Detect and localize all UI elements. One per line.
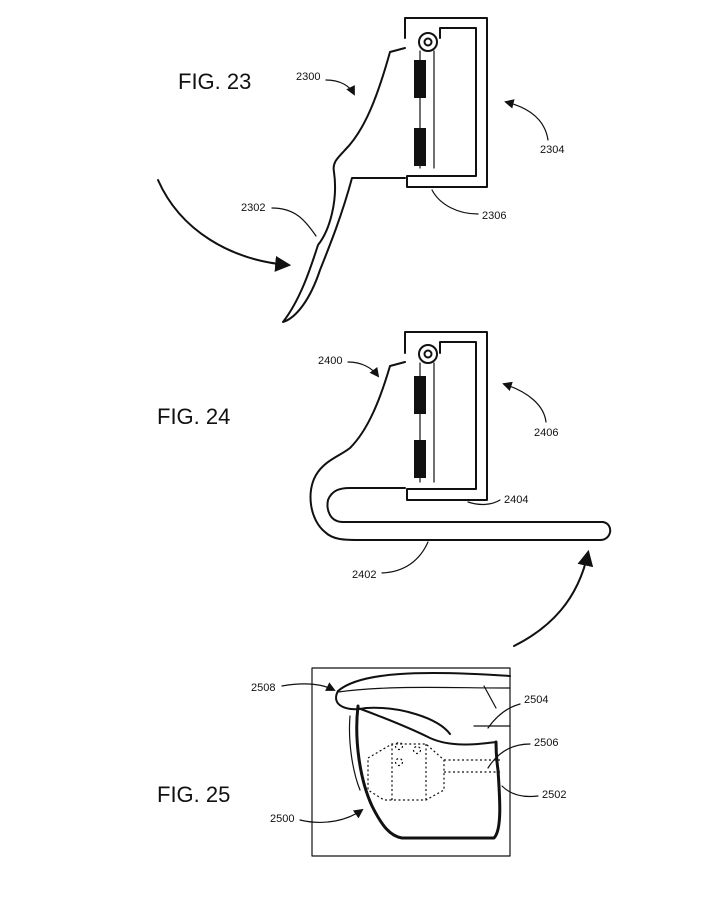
ref-2506: 2506 xyxy=(534,737,558,749)
ref-2502: 2502 xyxy=(542,789,566,801)
figure-23: FIG. 23 2300 2302 2304 2306 xyxy=(157,17,564,323)
ref-2300: 2300 xyxy=(296,71,320,83)
fig-25-screw-hole-3 xyxy=(394,757,404,767)
fig-25-frame xyxy=(311,667,511,857)
ref-2402: 2402 xyxy=(352,569,376,581)
fig-23-contact-lower xyxy=(414,128,426,166)
ref-2406: 2406 xyxy=(534,427,558,439)
fig-25-screw-hole-1 xyxy=(394,741,404,751)
ref-2306: 2306 xyxy=(482,210,506,222)
ref-2504: 2504 xyxy=(524,694,548,706)
ref-2304: 2304 xyxy=(540,144,564,156)
fig-24-contact-lower xyxy=(414,440,426,478)
fig-25-leader-2508 xyxy=(281,682,336,691)
fig-25-leader-2506 xyxy=(487,743,531,769)
fig-24-leader-2404 xyxy=(467,499,501,506)
fig-24-leader-2400 xyxy=(347,361,380,378)
fig-25-hidden-mechanism xyxy=(367,743,500,801)
fig-23-rotation-arrow xyxy=(157,179,292,272)
figure-25: FIG. 25 2500 2502 2504 2506 2508 xyxy=(157,667,566,857)
fig-25-leader-2502 xyxy=(501,785,539,798)
ref-2508: 2508 xyxy=(251,682,275,694)
fig-23-hinge-pivot xyxy=(418,32,438,52)
fig-25-title: FIG. 25 xyxy=(157,782,230,807)
fig-24-body-outline xyxy=(309,361,612,541)
ref-2400: 2400 xyxy=(318,355,342,367)
fig-25-hinge-cover xyxy=(335,690,451,735)
fig-23-leader-2300 xyxy=(325,79,355,96)
ref-2500: 2500 xyxy=(270,813,294,825)
fig-24-transition-arrow xyxy=(513,549,594,647)
fig-25-cover-lip xyxy=(357,707,497,746)
fig-23-body-outline xyxy=(282,47,406,323)
fig-23-title: FIG. 23 xyxy=(178,69,251,94)
fig-23-leader-2302 xyxy=(271,207,317,237)
fig-24-leader-2402 xyxy=(381,541,429,574)
fig-25-leader-2504 xyxy=(487,703,521,729)
fig-24-frame-housing xyxy=(404,331,488,501)
fig-24-title: FIG. 24 xyxy=(157,404,230,429)
fig-24-hinge-pin xyxy=(423,349,433,359)
fig-23-contact-upper xyxy=(414,60,426,98)
fig-25-leader-2500 xyxy=(299,808,364,823)
figure-24: FIG. 24 2400 2402 2404 2406 xyxy=(157,331,612,647)
fig-25-housing-edge xyxy=(337,685,511,727)
ref-2404: 2404 xyxy=(504,494,528,506)
fig-25-screw-hole-2 xyxy=(412,745,422,755)
fig-25-upper-housing xyxy=(337,672,511,692)
fig-24-leader-2406 xyxy=(502,381,547,423)
fig-25-cover-inner-edge xyxy=(348,715,361,791)
fig-23-frame-housing xyxy=(404,17,488,188)
fig-23-leader-2304 xyxy=(504,99,549,141)
fig-23-hinge-pin xyxy=(423,37,433,47)
fig-23-leader-2306 xyxy=(431,189,479,215)
fig-25-cover-body xyxy=(355,704,502,840)
ref-2302: 2302 xyxy=(241,202,265,214)
fig-24-contact-upper xyxy=(414,376,426,414)
fig-24-hinge-pivot xyxy=(418,344,438,364)
